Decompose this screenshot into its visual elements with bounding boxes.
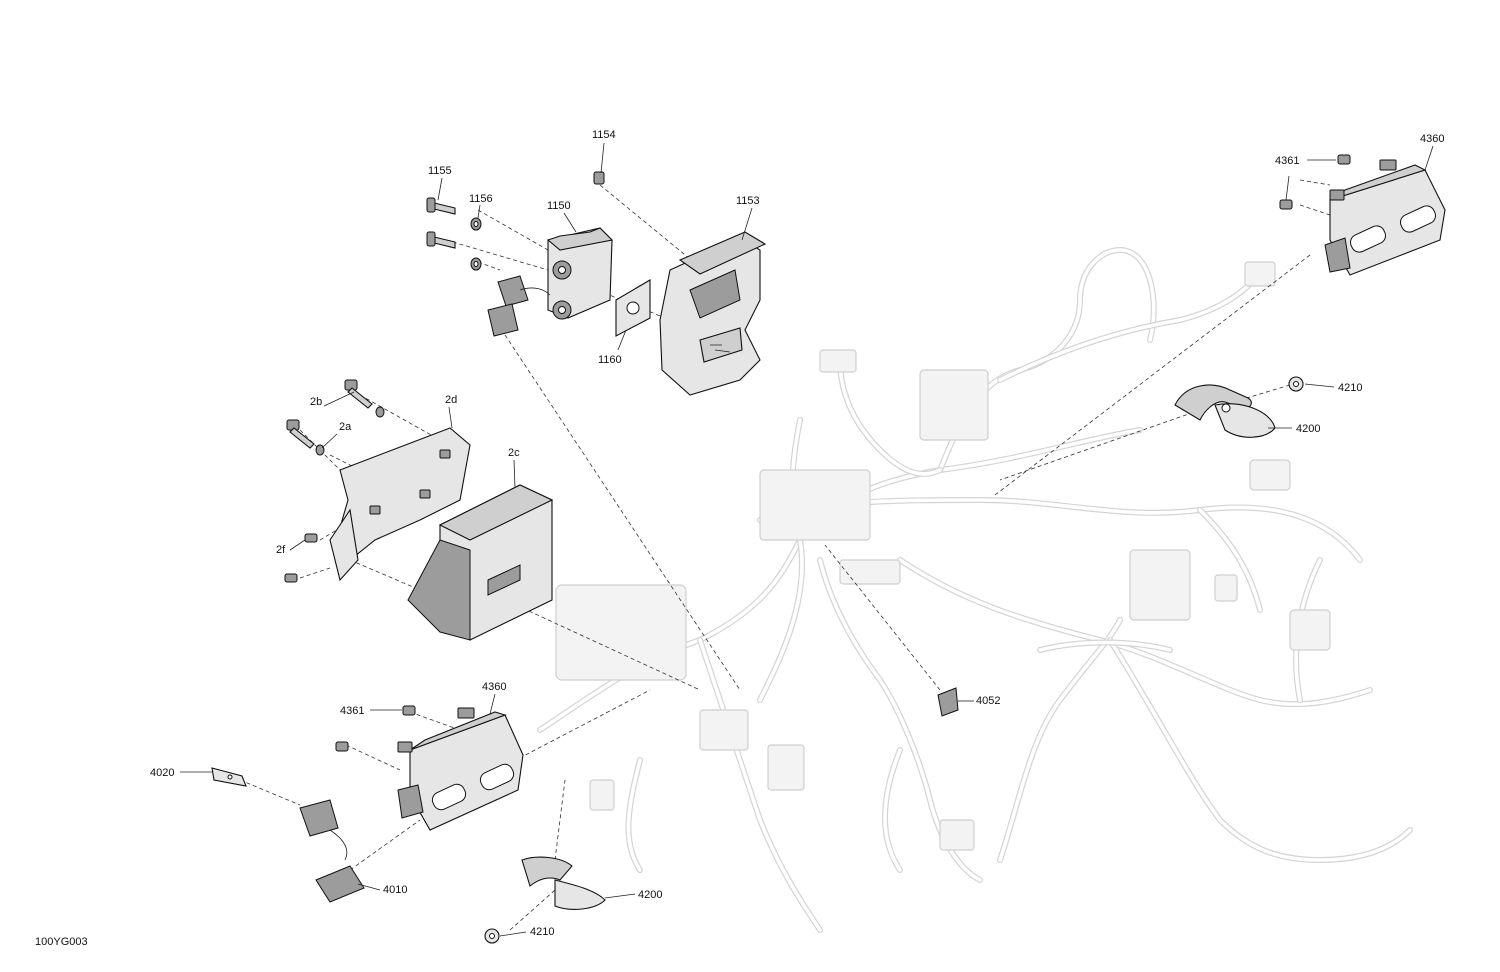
callout-2f: 2f [276,544,286,556]
callout-4210-bottom: 4210 [530,926,554,938]
wiring-harness-background [537,247,1413,933]
callout-4052: 4052 [976,695,1000,707]
callout-4210-top: 4210 [1338,382,1362,394]
callout-2a: 2a [339,421,352,433]
callout-1153: 1153 [736,195,760,207]
callout-4200-bottom: 4200 [638,889,662,901]
part-4210-top-pin [1288,376,1304,392]
part-4052-plug [937,687,959,717]
part-4360-bottom [397,707,524,831]
callout-1154: 1154 [592,129,616,141]
part-1156-washers [470,217,482,271]
callout-1150: 1150 [547,200,571,212]
part-4020-tab [211,767,247,787]
callout-2c: 2c [508,447,520,459]
part-4361-bottom-screws [335,705,416,752]
callout-leaders [180,142,1434,937]
part-2f-screws [284,533,318,583]
callout-4360-top: 4360 [1420,133,1444,145]
part-4010-connector [299,799,365,903]
callout-1155: 1155 [428,165,452,177]
part-1160-pad [615,279,651,337]
callout-2b: 2b [310,396,322,408]
part-1153-bracket [659,231,767,396]
callout-4200-top: 4200 [1296,423,1320,435]
part-4200-bottom-clip [521,856,606,910]
callout-4360-bottom: 4360 [482,681,506,693]
callout-4010: 4010 [383,884,407,896]
callout-labels: 1154 1155 1156 1150 1153 1160 4361 4360 … [35,129,1444,948]
figure-code: 100YG003 [35,936,88,948]
callout-2d: 2d [445,394,457,406]
part-1155-bolts [426,197,456,249]
part-4200-top-clip [1174,384,1276,438]
part-2d-plate [329,427,471,582]
part-1154-screw [593,171,605,185]
callout-1156: 1156 [469,193,493,205]
part-1150 [487,227,614,337]
callout-4361-bottom: 4361 [340,705,364,717]
callout-4361-top: 4361 [1275,155,1299,167]
part-2b-bolts [286,379,373,449]
part-4360-top [1324,159,1446,276]
callout-1160: 1160 [598,354,622,366]
part-2c-module [407,484,554,641]
callout-4020: 4020 [150,767,174,779]
part-4210-bottom-pin [484,928,500,944]
